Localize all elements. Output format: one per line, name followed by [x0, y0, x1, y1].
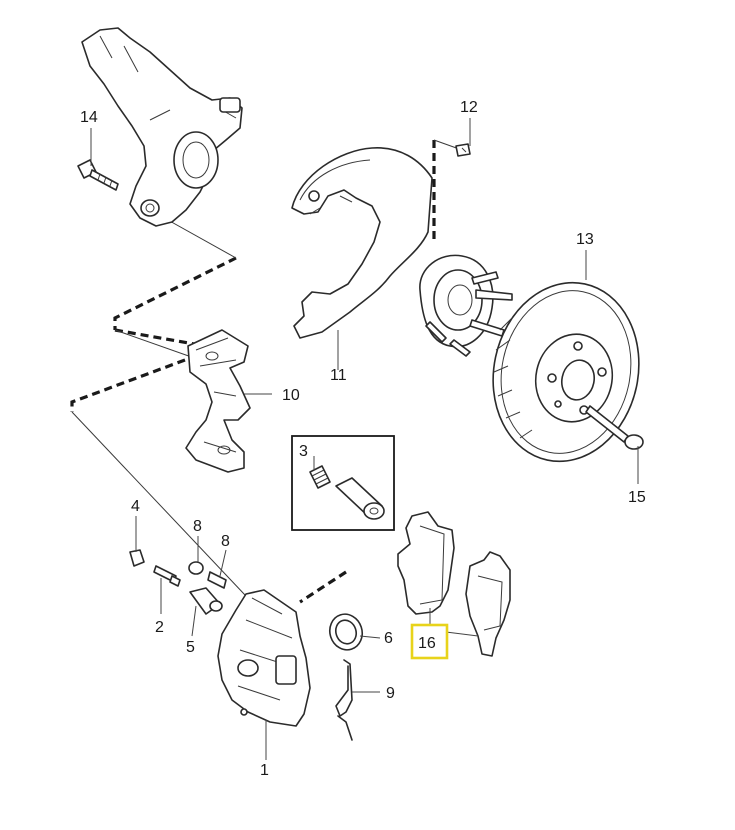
callout-13: 13 [576, 231, 594, 248]
caliper-body-part-1 [217, 589, 311, 727]
spring-clip-part-9 [335, 659, 353, 741]
callout-16[interactable]: 16 [418, 635, 436, 652]
callout-2: 2 [155, 619, 164, 636]
callout-10: 10 [282, 387, 300, 404]
callout-14: 14 [80, 109, 98, 126]
bushing-part-5 [189, 587, 223, 615]
steering-knuckle [81, 27, 243, 227]
callout-8a: 8 [193, 518, 202, 535]
dust-shield-part-11 [291, 147, 433, 339]
callout-4: 4 [131, 498, 140, 515]
highlight-box [410, 623, 449, 660]
leader-lines [90, 118, 639, 760]
callout-11: 11 [330, 367, 347, 384]
kit-box-part-3 [291, 435, 395, 531]
callout-1: 1 [260, 762, 269, 779]
guide-pin-part-2 [153, 565, 181, 587]
caliper-carrier-part-10 [185, 329, 251, 473]
callouts: 14 12 13 11 10 3 15 4 8 8 2 5 6 9 1 [80, 99, 646, 779]
bolt-part-8b [207, 571, 227, 589]
wheel-hub [419, 254, 513, 357]
callout-6: 6 [384, 630, 393, 647]
cap-part-8a [188, 561, 204, 575]
callout-5: 5 [186, 639, 195, 656]
callout-15: 15 [628, 489, 646, 506]
cap-part-4 [129, 549, 145, 567]
screw-part-12 [455, 143, 471, 157]
bolt-part-14 [77, 159, 119, 191]
assembly-dashed-lines [70, 140, 436, 604]
callout-8b: 8 [221, 533, 230, 550]
brake-pads-part-16 [397, 511, 511, 657]
highlighted-callout-16[interactable]: 16 [410, 623, 449, 660]
screw-part-15 [585, 405, 644, 450]
callout-9: 9 [386, 685, 395, 702]
seal-part-6 [328, 613, 364, 651]
callout-3: 3 [299, 443, 308, 460]
callout-12: 12 [460, 99, 478, 116]
